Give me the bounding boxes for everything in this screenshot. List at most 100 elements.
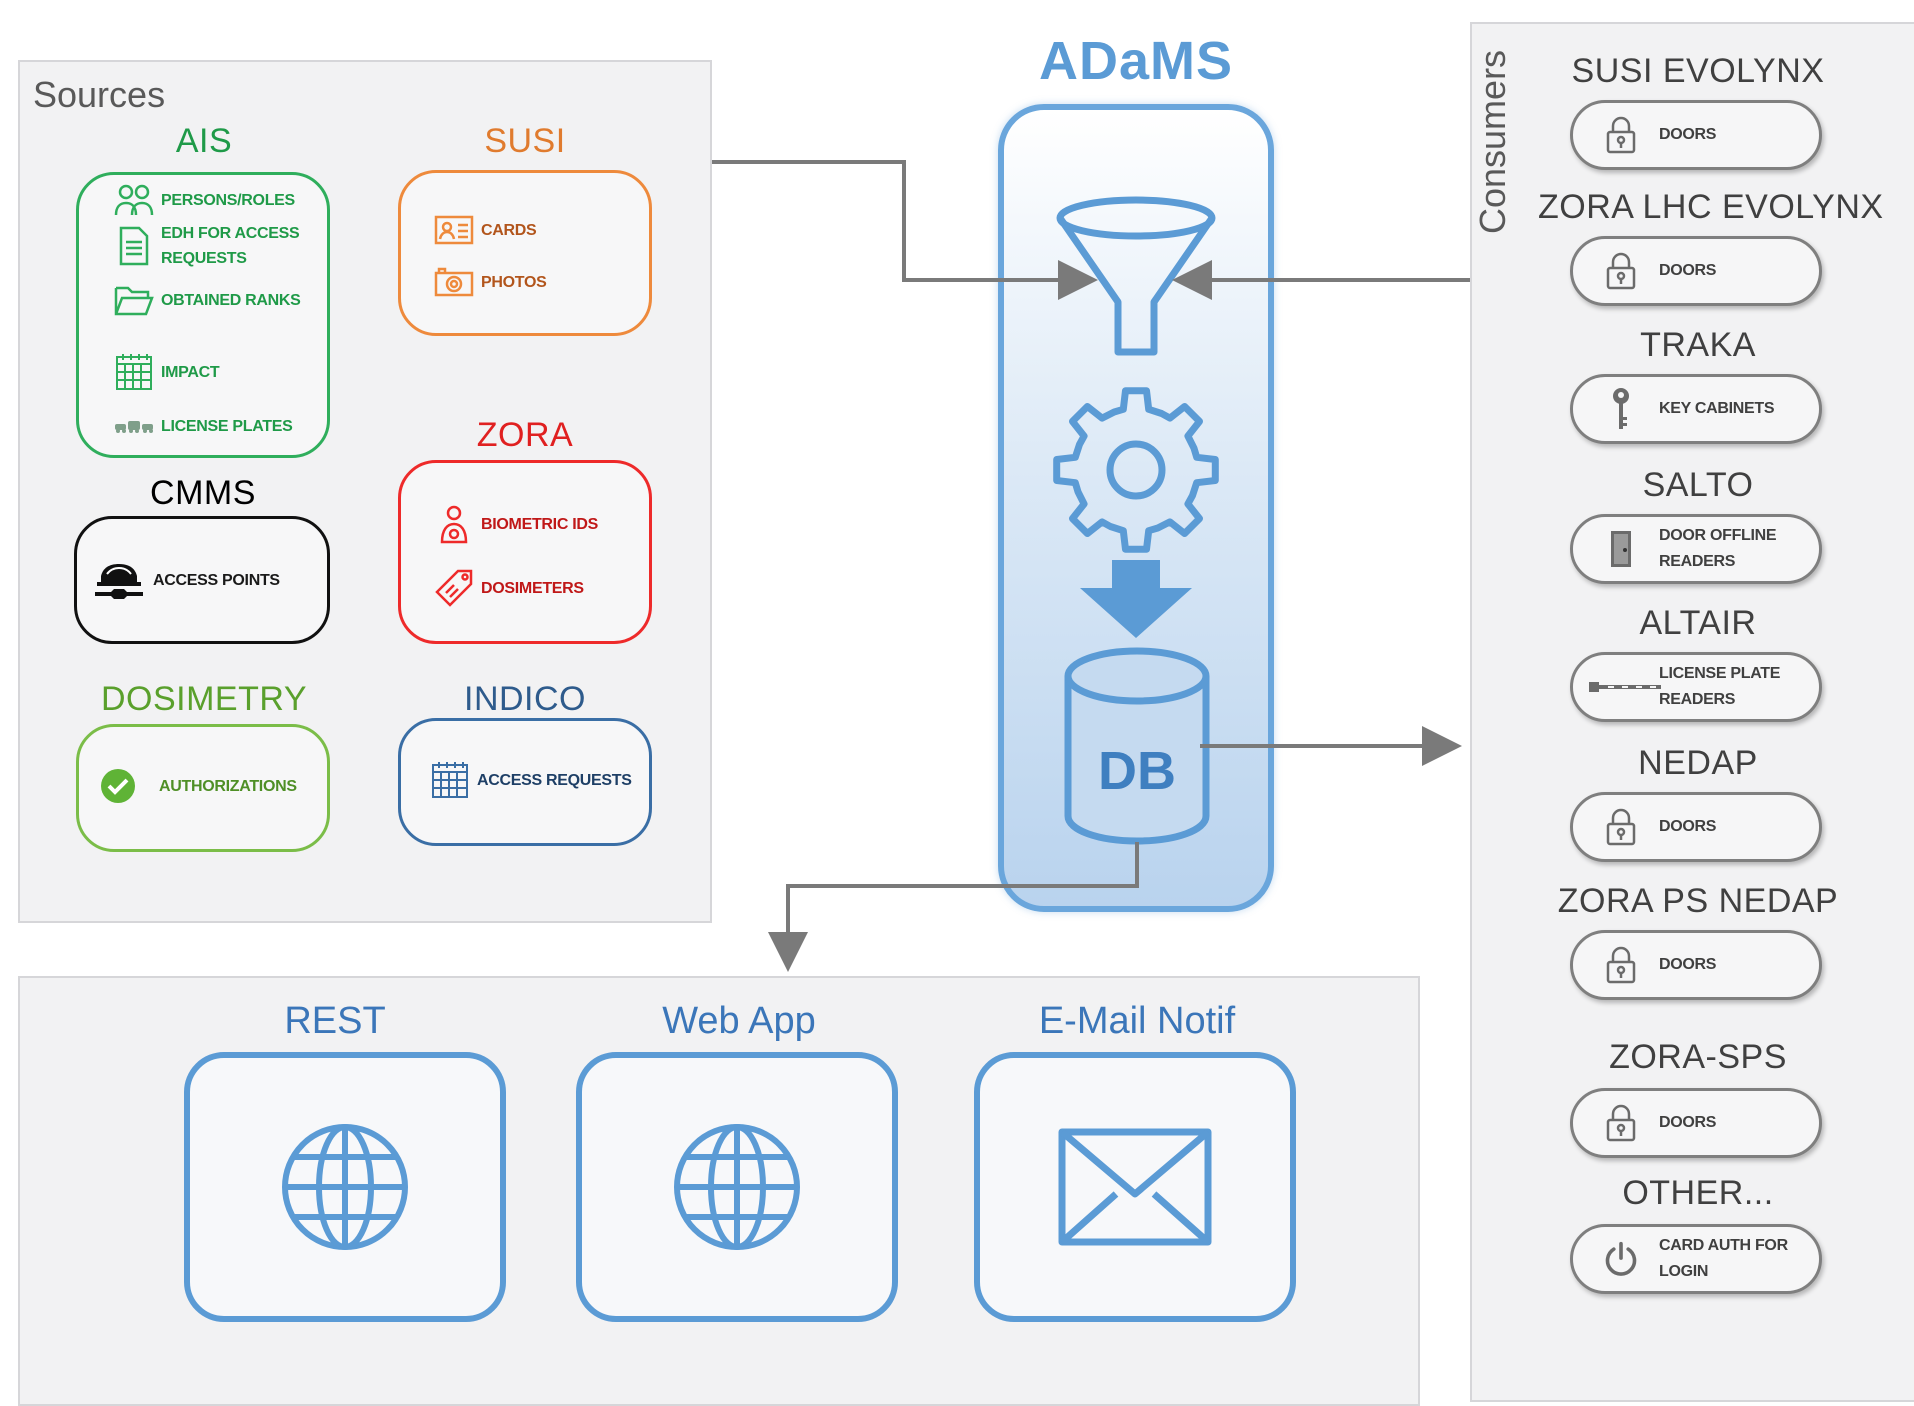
consumer-title-zora-ps-nedap: ZORA PS NEDAP (1557, 882, 1839, 920)
gear-icon (1053, 387, 1219, 553)
consumer-box: DOORS (1570, 1088, 1822, 1158)
dosimetry-item-authorizations: AUTHORIZATIONS (97, 765, 327, 807)
consumer-box: CARD AUTH FOR LOGIN (1570, 1224, 1822, 1294)
key-icon (1603, 388, 1639, 429)
dosimetry-item-label: AUTHORIZATIONS (159, 777, 297, 795)
zora-item-label: BIOMETRIC IDS (481, 515, 598, 533)
consumer-title-altair: ALTAIR (1639, 604, 1757, 642)
folder-icon (113, 279, 155, 321)
ais-item-ranks: OBTAINED RANKS (113, 279, 323, 321)
consumer-label: LICENSE PLATE READERS (1659, 665, 1781, 708)
ais-item-impact: IMPACT (113, 351, 323, 393)
consumer-label: DOOR OFFLINE READERS (1659, 527, 1777, 570)
tag-icon (433, 567, 475, 609)
ais-item-label: EDH FOR ACCESS REQUESTS (161, 225, 300, 267)
consumer-label: CARD AUTH FOR LOGIN (1659, 1237, 1788, 1280)
consumer-title-nedap: NEDAP (1638, 744, 1758, 782)
cmms-title: CMMS (150, 474, 256, 512)
consumer-label: DOORS (1659, 818, 1717, 835)
zora-item-label: DOSIMETERS (481, 579, 584, 597)
ais-item-license: LICENSE PLATES (113, 405, 323, 447)
consumer-box: DOORS (1570, 792, 1822, 862)
output-title-webapp: Web App (662, 1000, 816, 1042)
consumer-title-susi-evolynx: SUSI EVOLYNX (1571, 52, 1825, 90)
power-icon (1603, 1241, 1639, 1277)
consumer-box: LICENSE PLATE READERS (1570, 652, 1822, 722)
padlock-icon (1603, 252, 1639, 290)
susi-box: CARDS PHOTOS (398, 170, 652, 336)
ais-item-label: LICENSE PLATES (161, 417, 293, 435)
globe-icon (674, 1124, 800, 1250)
calendar-icon (113, 351, 155, 393)
sources-title: Sources (33, 74, 166, 115)
zora-item-biometric: BIOMETRIC IDS (433, 503, 648, 545)
consumer-label: DOORS (1659, 262, 1717, 279)
ais-item-edh: EDH FOR ACCESS REQUESTS (113, 221, 323, 271)
consumer-label: DOORS (1659, 1114, 1717, 1131)
ais-item-label: OBTAINED RANKS (161, 291, 301, 309)
filter-icon (1056, 196, 1216, 356)
output-email-box (974, 1052, 1296, 1322)
consumer-title-zora-lhc-evolynx: ZORA LHC EVOLYNX (1538, 188, 1884, 226)
susi-item-label: PHOTOS (481, 273, 547, 291)
consumer-box: DOORS (1570, 236, 1822, 306)
susi-item-photos: PHOTOS (433, 261, 643, 303)
indico-item-access-requests: ACCESS REQUESTS (429, 759, 655, 801)
calendar-icon (429, 759, 471, 801)
cmms-item-label: ACCESS POINTS (153, 571, 280, 589)
down-arrow-icon (1080, 560, 1192, 638)
people-icon (113, 179, 155, 221)
susi-item-cards: CARDS (433, 209, 643, 251)
ais-item-label: PERSONS/ROLES (161, 191, 295, 209)
consumer-label: KEY CABINETS (1659, 400, 1775, 417)
adams-title: ADaMS (1038, 31, 1234, 91)
ais-box: PERSONS/ROLES EDH FOR ACCESS REQUESTS OB… (76, 172, 330, 458)
cmms-item-access-points: ACCESS POINTS (91, 559, 321, 601)
padlock-icon (1603, 1104, 1639, 1142)
output-title-email: E-Mail Notif (1038, 1000, 1236, 1042)
dosimetry-box: AUTHORIZATIONS (76, 724, 330, 852)
id-card-icon (433, 209, 475, 251)
indico-box: ACCESS REQUESTS (398, 718, 652, 846)
consumer-label: DOORS (1659, 956, 1717, 973)
consumer-title-other: OTHER... (1622, 1174, 1774, 1212)
dosimetry-title: DOSIMETRY (100, 680, 307, 718)
susi-item-label: CARDS (481, 221, 537, 239)
consumer-box: DOORS (1570, 930, 1822, 1000)
door-icon (1603, 531, 1639, 567)
zora-item-dosimeters: DOSIMETERS (433, 567, 648, 609)
check-circle-icon (97, 765, 139, 807)
ais-title: AIS (175, 122, 233, 160)
envelope-icon (1058, 1128, 1212, 1246)
consumer-title-zora-sps: ZORA-SPS (1609, 1038, 1787, 1076)
susi-title: SUSI (484, 122, 566, 160)
consumer-label: DOORS (1659, 126, 1717, 143)
output-title-rest: REST (284, 1000, 386, 1042)
consumer-box: DOORS (1570, 100, 1822, 170)
biometric-person-icon (433, 503, 475, 545)
database-icon (1064, 647, 1210, 845)
padlock-icon (1603, 808, 1639, 846)
cmms-box: ACCESS POINTS (74, 516, 330, 644)
output-webapp-box (576, 1052, 898, 1322)
camera-icon (433, 261, 475, 303)
indico-item-label: ACCESS REQUESTS (477, 771, 632, 789)
zora-title: ZORA (476, 416, 574, 454)
ais-item-label: IMPACT (161, 363, 220, 381)
consumer-title-salto: SALTO (1642, 466, 1754, 504)
cars-icon (113, 405, 155, 447)
consumer-title-traka: TRAKA (1640, 326, 1756, 364)
consumer-box: KEY CABINETS (1570, 374, 1822, 444)
consumers-title: Consumers (1472, 49, 1513, 234)
consumer-box: DOOR OFFLINE READERS (1570, 514, 1822, 584)
globe-icon (282, 1124, 408, 1250)
document-icon (113, 225, 155, 267)
padlock-icon (1603, 116, 1639, 154)
barrier-icon (1587, 669, 1665, 705)
output-rest-box (184, 1052, 506, 1322)
padlock-icon (1603, 946, 1639, 984)
db-label: DB (1098, 741, 1176, 801)
ais-item-persons: PERSONS/ROLES (113, 179, 323, 221)
car-repair-icon (91, 559, 147, 601)
